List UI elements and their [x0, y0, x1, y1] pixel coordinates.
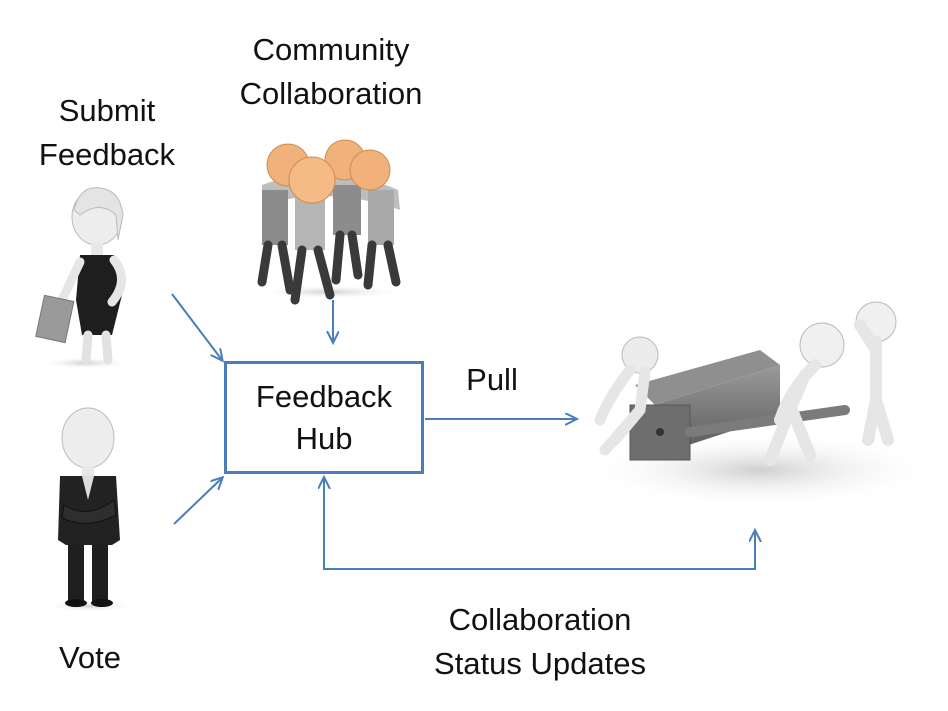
community-collaboration-label: Community Collaboration	[213, 28, 449, 116]
status-updates-label: Collaboration Status Updates	[405, 598, 675, 686]
submit-feedback-label: Submit Feedback	[32, 89, 182, 177]
feedback-hub-box: Feedback Hub	[224, 361, 424, 474]
team-huddle-figure	[255, 139, 405, 305]
community-line1: Community	[252, 32, 410, 67]
pull-label: Pull	[466, 362, 518, 397]
businesswoman-figure	[35, 187, 130, 369]
community-line2: Collaboration	[239, 76, 423, 111]
arrow-submit-to-hub	[171, 293, 222, 360]
hub-line2: Hub	[295, 420, 353, 456]
arrow-vote-to-hub	[173, 478, 222, 525]
status-line1: Collaboration	[448, 602, 632, 637]
submit-feedback-line1: Submit	[58, 93, 156, 128]
connector-arrows	[171, 293, 755, 570]
status-line2: Status Updates	[434, 646, 646, 681]
submit-feedback-line2: Feedback	[38, 137, 176, 172]
businessman-figure	[45, 407, 135, 612]
vote-label: Vote	[58, 640, 122, 675]
hub-line1: Feedback	[255, 378, 393, 414]
pulling-cart-figure	[580, 301, 940, 508]
